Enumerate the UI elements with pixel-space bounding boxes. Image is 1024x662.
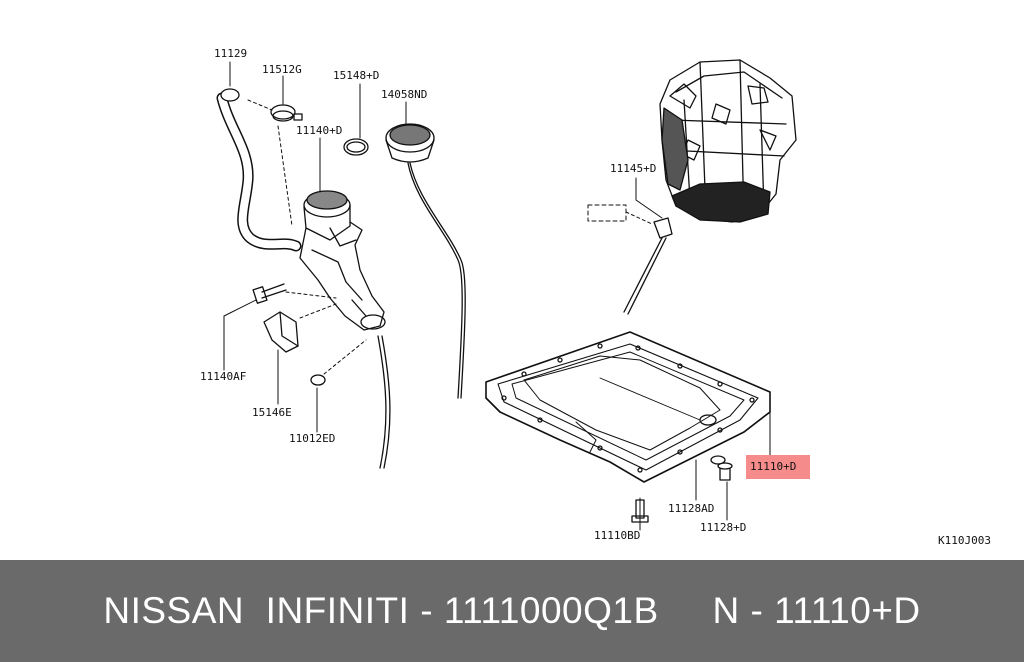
bracket-part bbox=[263, 311, 299, 353]
footer-part-number: NISSAN INFINITI - 1111000Q1B N - 11110+D bbox=[103, 590, 921, 631]
engine-illustration bbox=[659, 59, 797, 223]
plug-part bbox=[310, 374, 326, 386]
sensor-part bbox=[587, 204, 673, 315]
seal-part bbox=[343, 138, 369, 156]
label-dipstick[interactable]: 14058ND bbox=[381, 88, 427, 101]
label-bolt[interactable]: 11140AF bbox=[200, 370, 246, 383]
label-filler-tube[interactable]: 11140+D bbox=[296, 124, 342, 137]
label-pan-bolt[interactable]: 11110BD bbox=[594, 529, 640, 542]
label-plug[interactable]: 11012ED bbox=[289, 432, 335, 445]
parts-diagram-svg: 11129 11512G 15148+D 14058ND 11140+D 111… bbox=[200, 47, 991, 547]
dipstick-part bbox=[385, 123, 466, 399]
footer-bar: NISSAN INFINITI - 1111000Q1B N - 11110+D bbox=[0, 560, 1024, 662]
oil-pan-highlight bbox=[746, 455, 810, 479]
washer-part bbox=[710, 455, 726, 465]
parts-diagram: 11129 11512G 15148+D 14058ND 11140+D 111… bbox=[200, 47, 991, 547]
figure-code: K110J003 bbox=[938, 534, 991, 547]
label-washer[interactable]: 11128AD bbox=[668, 502, 714, 515]
label-sensor[interactable]: 11145+D bbox=[610, 162, 656, 175]
label-hose[interactable]: 11129 bbox=[214, 47, 247, 60]
hose-part bbox=[216, 88, 302, 252]
filler-tube-part bbox=[299, 190, 391, 469]
label-oil-pan[interactable]: 11110+D bbox=[750, 460, 796, 473]
drain-plug-part bbox=[717, 462, 733, 481]
label-seal[interactable]: 15148+D bbox=[333, 69, 379, 82]
oil-pan-part bbox=[485, 331, 771, 483]
clamp-part bbox=[270, 104, 303, 122]
label-drain-plug[interactable]: 11128+D bbox=[700, 521, 746, 534]
label-clamp[interactable]: 11512G bbox=[262, 63, 302, 76]
label-bracket[interactable]: 15146E bbox=[252, 406, 292, 419]
pan-bolt-part bbox=[631, 499, 649, 523]
bolt-part bbox=[252, 283, 287, 304]
